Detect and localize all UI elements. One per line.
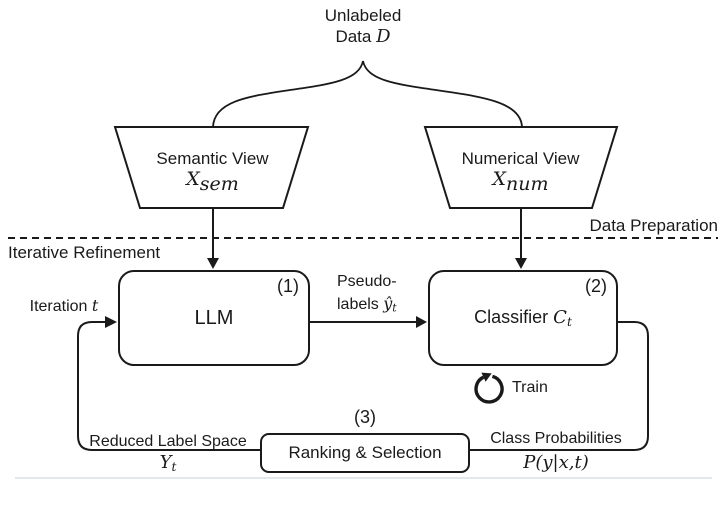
class-probabilities-formula: P(y|x,t): [523, 452, 589, 473]
class-probabilities-label: Class Probabilities: [490, 430, 622, 447]
classifier-to-ranking-path: [468, 321, 649, 451]
pseudo-labels-label: Pseudo- labels ŷt: [337, 273, 397, 315]
semantic-trapezoid-shape: [113, 126, 310, 209]
llm-step-number: (1): [277, 276, 299, 296]
pseudo-symbol: ŷ: [383, 294, 393, 313]
numerical-view-label: Numerical View Xnum: [461, 149, 580, 195]
unlabeled-data-label: Unlabeled Data D: [280, 5, 446, 47]
ranking-step-number: (3): [354, 407, 376, 427]
train-cycle-icon: [474, 374, 504, 404]
dataset-symbol: D: [376, 26, 391, 47]
unlabeled-data-line2: Data D: [335, 26, 391, 47]
llm-label: LLM: [194, 306, 234, 329]
iterative-refinement-label: Iterative Refinement: [8, 243, 161, 262]
iteration-symbol: t: [91, 296, 99, 315]
unlabeled-data-line1: Unlabeled: [324, 6, 402, 25]
ranking-selection-box: Ranking & Selection: [260, 433, 470, 473]
ranking-selection-label: Ranking & Selection: [288, 443, 442, 462]
classifier-box: (2) Classifier Ct: [428, 270, 618, 366]
classifier-step-number: (2): [585, 276, 607, 296]
numerical-arrowhead: [515, 258, 527, 269]
semantic-view-label: Semantic View Xsem: [156, 149, 269, 195]
numerical-trapezoid-shape: [423, 126, 619, 209]
pseudo-arrowhead: [416, 316, 427, 328]
semantic-arrowhead: [207, 258, 219, 269]
ranking-to-llm-path: [77, 321, 262, 451]
data-preparation-label: Data Preparation: [589, 216, 718, 235]
split-brace: [212, 60, 523, 128]
train-cycle-icon-arrowhead: [481, 372, 492, 382]
semantic-symbol: X: [186, 168, 200, 190]
llm-box: (1) LLM: [118, 270, 310, 366]
reduced-label-space-label: Reduced Label Space: [89, 433, 247, 450]
classifier-label: Classifier Ct: [474, 306, 572, 330]
numerical-symbol: X: [492, 168, 507, 190]
reduced-label-space-symbol: Yt: [159, 452, 177, 475]
train-label: Train: [512, 379, 548, 396]
iteration-arrowhead: [105, 316, 117, 328]
classifier-symbol: C: [553, 306, 567, 328]
iteration-label: Iteration t: [29, 296, 99, 315]
